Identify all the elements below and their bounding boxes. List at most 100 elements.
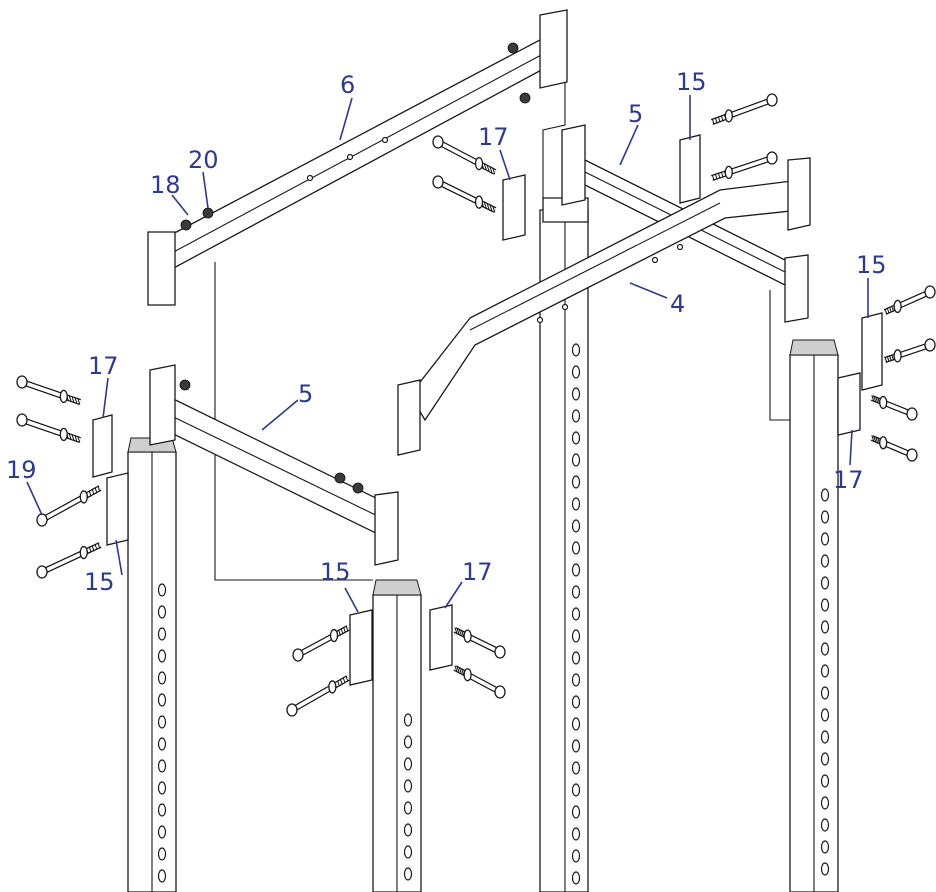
bolt	[292, 625, 350, 662]
callout-15-left: 15	[84, 568, 115, 596]
leader-lines	[26, 95, 869, 613]
bolt-group	[16, 93, 936, 717]
upright-front-center	[372, 579, 422, 892]
callout-17-left-top: 17	[88, 352, 119, 380]
upright-hole	[403, 779, 413, 793]
upright-hole	[571, 849, 581, 863]
bolt	[286, 675, 350, 717]
upright-hole	[820, 642, 830, 656]
upright-hole	[403, 757, 413, 771]
upright-hole	[571, 519, 581, 533]
upright-hole	[571, 343, 581, 357]
upright-hole	[403, 845, 413, 859]
bolt	[883, 285, 936, 315]
upright-hole	[571, 387, 581, 401]
callout-4: 4	[670, 290, 685, 318]
upright-hole	[820, 862, 830, 876]
callout-17-center-top: 17	[478, 123, 509, 151]
upright-hole	[820, 686, 830, 700]
callout-15-lower: 15	[320, 558, 351, 586]
upright-hole	[820, 620, 830, 634]
upright-hole	[820, 576, 830, 590]
upright-hole	[571, 453, 581, 467]
upright-hole	[571, 431, 581, 445]
callout-19: 19	[6, 456, 37, 484]
upright-hole	[157, 803, 167, 817]
plate-17-left-top	[92, 414, 113, 478]
upright-hole	[820, 554, 830, 568]
upright-hole	[571, 871, 581, 885]
upright-hole	[157, 627, 167, 641]
callout-5-left: 5	[298, 380, 313, 408]
upright-hole	[157, 583, 167, 597]
crossmember-6	[147, 9, 568, 306]
upright-hole	[571, 409, 581, 423]
bolt	[453, 665, 506, 699]
plate-17-lower	[429, 604, 453, 671]
upright-hole	[403, 735, 413, 749]
upright-hole	[403, 801, 413, 815]
plate-15-top	[679, 134, 701, 204]
bolt	[710, 93, 778, 125]
bolt	[870, 435, 918, 462]
bolt	[432, 135, 497, 175]
callout-17-lower: 17	[462, 558, 493, 586]
upright-hole	[157, 825, 167, 839]
upright-hole	[571, 607, 581, 621]
bolt	[870, 395, 918, 421]
upright-hole	[820, 840, 830, 854]
bolt	[432, 175, 497, 213]
callout-15-top: 15	[676, 68, 707, 96]
callout-5-top: 5	[628, 100, 643, 128]
upright-hole	[571, 563, 581, 577]
upright-hole	[820, 708, 830, 722]
plate-15-lower	[349, 609, 373, 686]
upright-hole	[571, 629, 581, 643]
upright-hole	[157, 781, 167, 795]
callout-17-right: 17	[833, 466, 864, 494]
plate-15-right	[861, 312, 883, 391]
bolt	[36, 542, 102, 579]
upright-hole	[157, 693, 167, 707]
bolt	[453, 627, 506, 659]
upright-hole	[571, 497, 581, 511]
upright-hole	[571, 695, 581, 709]
upright-hole	[820, 532, 830, 546]
upright-hole	[571, 673, 581, 687]
upright-hole	[571, 365, 581, 379]
pullup-bar-4	[397, 157, 811, 456]
bolt	[36, 485, 102, 527]
upright-hole	[820, 796, 830, 810]
upright-front-left	[127, 437, 177, 892]
upright-hole	[820, 598, 830, 612]
upright-hole	[403, 823, 413, 837]
upright-hole	[820, 664, 830, 678]
upright-hole	[571, 541, 581, 555]
upright-hole	[157, 847, 167, 861]
bolt	[711, 151, 778, 181]
plate-17-right	[837, 372, 861, 436]
callout-18: 18	[150, 171, 181, 199]
upright-hole	[403, 867, 413, 881]
plate-15-left	[106, 472, 129, 546]
upright-right	[789, 339, 839, 892]
bolt	[16, 375, 81, 405]
upright-hole	[571, 475, 581, 489]
upright-hole	[571, 585, 581, 599]
upright-hole	[571, 805, 581, 819]
upright-hole	[820, 730, 830, 744]
bolt	[884, 338, 936, 363]
upright-hole	[571, 827, 581, 841]
upright-hole	[571, 761, 581, 775]
upright-hole	[571, 739, 581, 753]
bolt	[16, 413, 81, 443]
upright-hole	[820, 818, 830, 832]
upright-hole	[820, 752, 830, 766]
upright-hole	[157, 759, 167, 773]
upright-hole	[157, 869, 167, 883]
upright-hole	[157, 649, 167, 663]
upright-hole	[571, 783, 581, 797]
upright-hole	[820, 510, 830, 524]
